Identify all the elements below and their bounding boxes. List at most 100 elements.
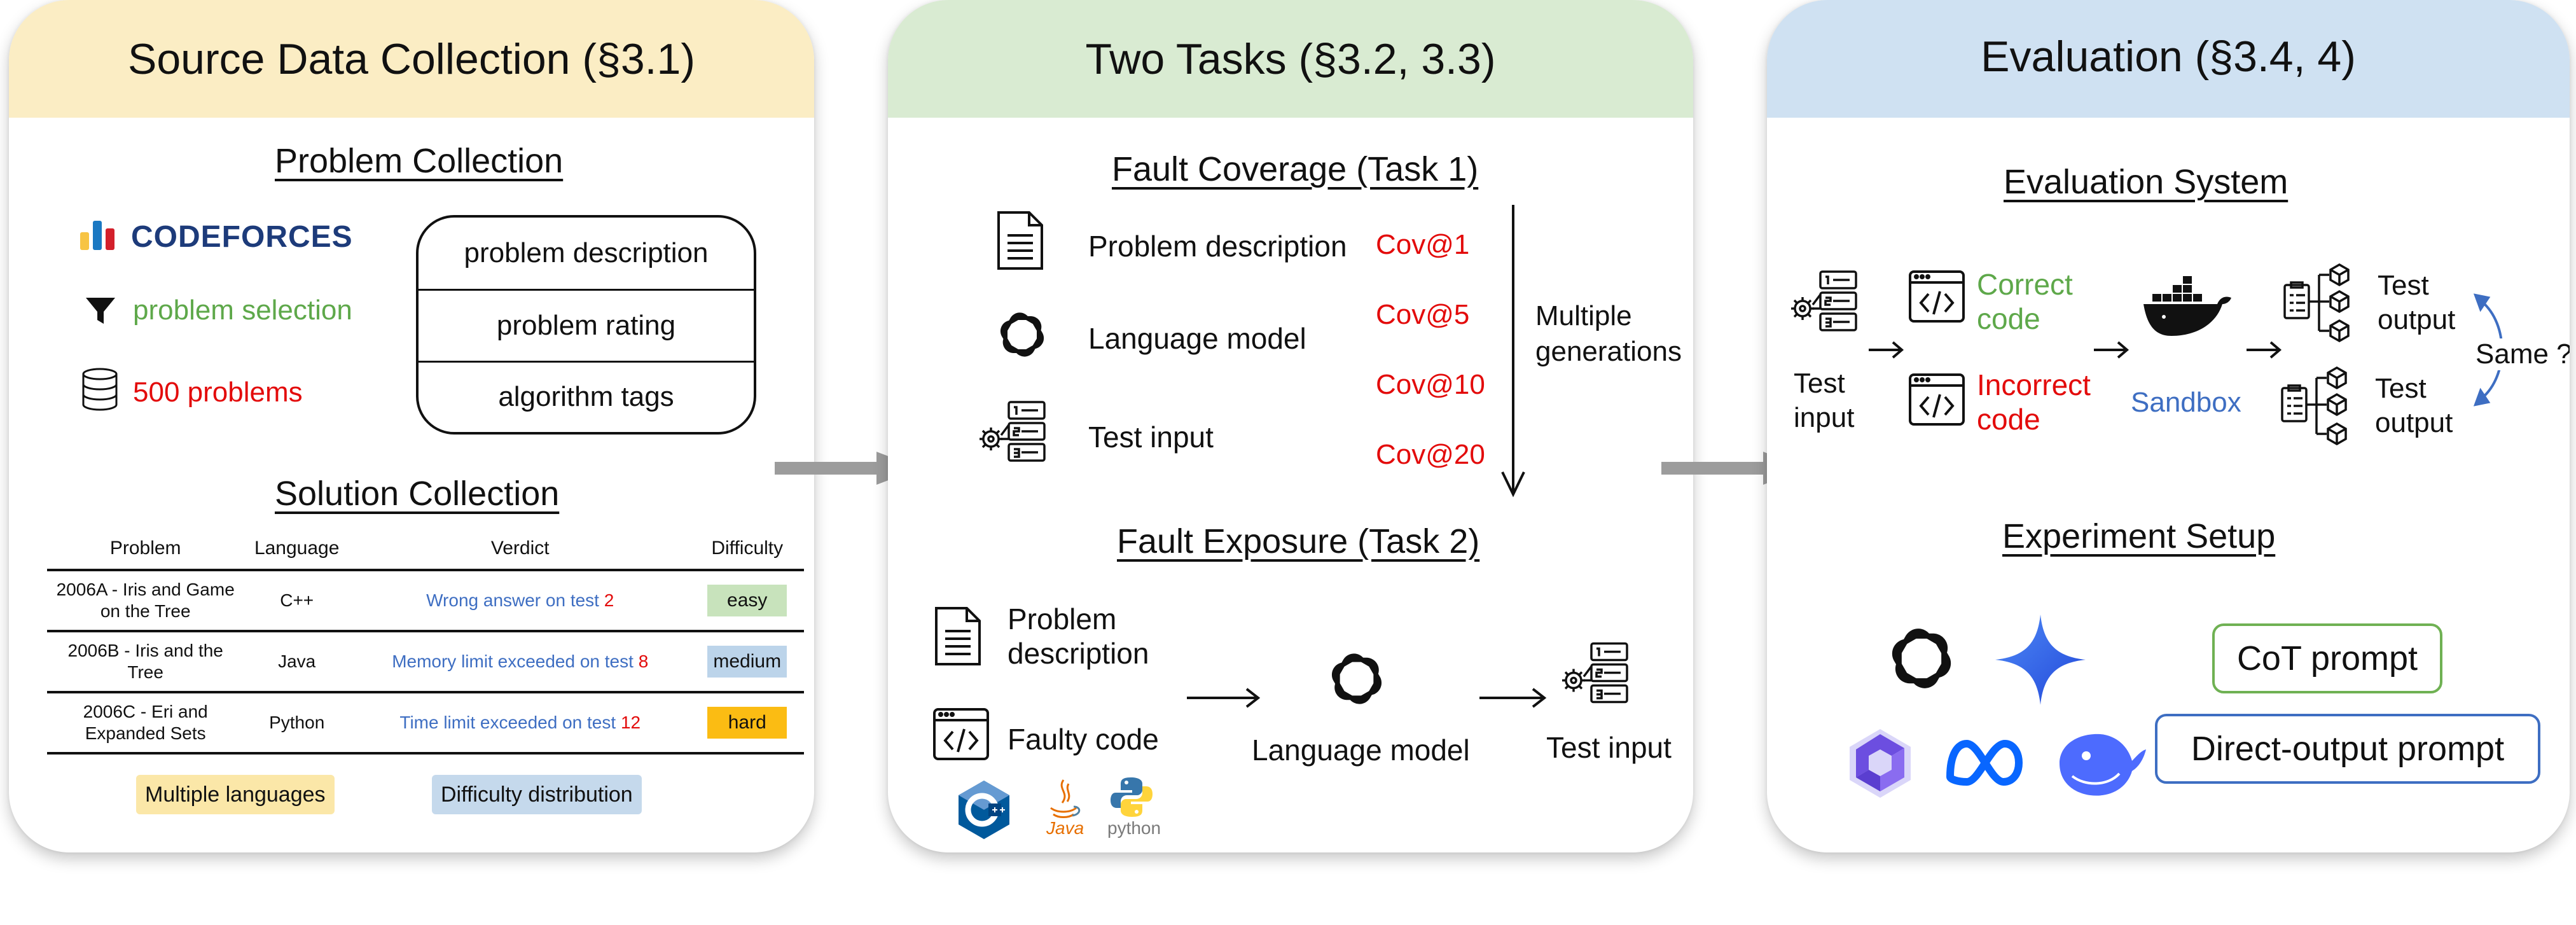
java-logo-text: Java bbox=[1046, 818, 1084, 838]
table-row: 2006B - Iris and the Tree Java Memory li… bbox=[47, 631, 804, 693]
header-difficulty: Difficulty bbox=[690, 528, 804, 571]
solution-table: Problem Language Verdict Difficulty 2006… bbox=[47, 528, 804, 755]
panel-two-tasks-header: Two Tasks (§3.2, 3.3) bbox=[888, 0, 1693, 118]
cell-problem: 2006B - Iris and the Tree bbox=[47, 631, 244, 693]
panel-two-tasks-title: Two Tasks (§3.2, 3.3) bbox=[1085, 34, 1496, 83]
table-row: 2006C - Eri and Expanded Sets Python Tim… bbox=[47, 692, 804, 755]
task1-title: Fault Coverage (Task 1) bbox=[1112, 150, 1479, 188]
panel-source-data: Source Data Collection (§3.1) Problem Co… bbox=[9, 0, 814, 852]
cpp-logo-icon bbox=[957, 779, 1011, 844]
panel-source-data-title: Source Data Collection (§3.1) bbox=[127, 34, 695, 83]
panel-two-tasks: Two Tasks (§3.2, 3.3) Fault Coverage (Ta… bbox=[888, 0, 1693, 852]
verdict-test-number: 12 bbox=[620, 713, 641, 732]
attribute-description: problem description bbox=[464, 237, 709, 269]
output-a-line1: Test bbox=[2378, 270, 2429, 301]
code-icon bbox=[1908, 373, 1965, 429]
compare-arc-icon bbox=[2473, 293, 2511, 410]
document-icon bbox=[995, 210, 1046, 274]
table-row: 2006A - Iris and Game on the Tree C++ Wr… bbox=[47, 570, 804, 632]
task2-output-label: Test input bbox=[1546, 731, 1672, 764]
panel-evaluation-header: Evaluation (§3.4, 4) bbox=[1767, 0, 2570, 118]
arrow-right-icon bbox=[1867, 338, 1906, 365]
code-icon bbox=[932, 707, 990, 764]
openai-icon bbox=[1880, 617, 1963, 703]
output-b-line2: output bbox=[2375, 407, 2453, 438]
same-label: Same ? bbox=[2476, 338, 2570, 370]
verdict-test-number: 8 bbox=[638, 651, 649, 671]
test-input-icon bbox=[1789, 266, 1862, 339]
attribute-tags: algorithm tags bbox=[419, 360, 754, 432]
cell-difficulty: hard bbox=[690, 692, 804, 755]
task2-title: Fault Exposure (Task 2) bbox=[1117, 522, 1480, 560]
task1-input-test: Test input bbox=[1088, 421, 1214, 454]
eval-test-input-line1: Test bbox=[1794, 368, 1845, 399]
python-logo-icon bbox=[1109, 775, 1154, 823]
codeforces-logo-text: CODEFORCES bbox=[131, 220, 353, 254]
openai-icon bbox=[1322, 644, 1392, 717]
panel-evaluation: Evaluation (§3.4, 4) Evaluation System T… bbox=[1767, 0, 2570, 852]
deepseek-icon bbox=[2053, 725, 2149, 805]
solution-collection-title: Solution Collection bbox=[275, 475, 560, 513]
panel-evaluation-title: Evaluation (§3.4, 4) bbox=[1981, 32, 2356, 81]
filter-icon bbox=[84, 295, 117, 331]
output-tree-icon bbox=[2282, 262, 2358, 348]
metric-cov1: Cov@1 bbox=[1376, 229, 1470, 260]
metric-cov10: Cov@10 bbox=[1376, 369, 1485, 400]
task1-input-model: Language model bbox=[1088, 322, 1306, 355]
cell-problem: 2006C - Eri and Expanded Sets bbox=[47, 692, 244, 755]
meta-icon bbox=[1944, 735, 2026, 795]
problem-count-label: 500 problems bbox=[133, 377, 303, 408]
eval-system-title: Evaluation System bbox=[2004, 163, 2289, 201]
arrow-right-1 bbox=[1186, 685, 1262, 714]
experiment-setup-title: Experiment Setup bbox=[2002, 517, 2276, 555]
arrow-right-icon bbox=[2245, 338, 2283, 365]
task1-input-problem: Problem description bbox=[1088, 230, 1347, 263]
header-verdict: Verdict bbox=[349, 528, 691, 571]
sandbox-label: Sandbox bbox=[2131, 387, 2241, 418]
down-arrow bbox=[1497, 205, 1529, 501]
direct-output-prompt-pill: Direct-output prompt bbox=[2155, 714, 2540, 784]
problem-collection-title: Problem Collection bbox=[275, 142, 564, 180]
cell-language: Java bbox=[244, 631, 350, 693]
python-logo-text: python bbox=[1107, 818, 1161, 838]
metric-cov20: Cov@20 bbox=[1376, 439, 1485, 470]
arrow-label-generations: generations bbox=[1535, 336, 1682, 367]
verdict-test-number: 2 bbox=[604, 590, 614, 610]
arrow-label-multiple: Multiple bbox=[1535, 300, 1632, 331]
correct-code-line1: Correct bbox=[1977, 268, 2073, 301]
task2-problem-line2: description bbox=[1008, 637, 1149, 670]
arrow-right-2 bbox=[1478, 685, 1548, 714]
panel-source-data-header: Source Data Collection (§3.1) bbox=[9, 0, 814, 118]
verdict-text: Time limit exceeded on test bbox=[399, 713, 621, 732]
cot-prompt-pill: CoT prompt bbox=[2212, 623, 2442, 693]
java-logo-icon bbox=[1044, 775, 1083, 842]
tag-multiple-languages: Multiple languages bbox=[136, 775, 335, 814]
cell-difficulty: medium bbox=[690, 631, 804, 693]
attribute-rating: problem rating bbox=[419, 289, 754, 360]
task2-problem-line1: Problem bbox=[1008, 602, 1117, 636]
incorrect-code-line1: Incorrect bbox=[1977, 368, 2091, 401]
incorrect-code-line2: code bbox=[1977, 403, 2040, 436]
solution-table-header: Problem Language Verdict Difficulty bbox=[47, 528, 804, 571]
output-a-line2: output bbox=[2378, 304, 2456, 335]
header-problem: Problem bbox=[47, 528, 244, 571]
correct-code-line2: code bbox=[1977, 302, 2040, 335]
task2-model-label: Language model bbox=[1252, 734, 1470, 767]
cell-language: Python bbox=[244, 692, 350, 755]
cell-problem: 2006A - Iris and Game on the Tree bbox=[47, 570, 244, 632]
cell-verdict: Time limit exceeded on test 12 bbox=[349, 692, 691, 755]
output-tree-icon bbox=[2280, 365, 2356, 451]
task2-input-faulty-code: Faulty code bbox=[1008, 723, 1159, 756]
test-input-icon bbox=[1560, 636, 1633, 713]
problem-selection-label: problem selection bbox=[133, 295, 352, 326]
metric-cov5: Cov@5 bbox=[1376, 299, 1470, 330]
eval-test-input-line2: input bbox=[1794, 402, 1855, 433]
test-input-icon bbox=[977, 400, 1050, 466]
output-b-line1: Test bbox=[2375, 373, 2427, 404]
codeforces-logo bbox=[79, 219, 117, 254]
docker-icon bbox=[2141, 272, 2236, 344]
difficulty-badge: hard bbox=[707, 707, 787, 739]
difficulty-badge: easy bbox=[707, 585, 787, 616]
code-icon bbox=[1908, 270, 1965, 326]
gemini-icon bbox=[1993, 612, 2088, 711]
